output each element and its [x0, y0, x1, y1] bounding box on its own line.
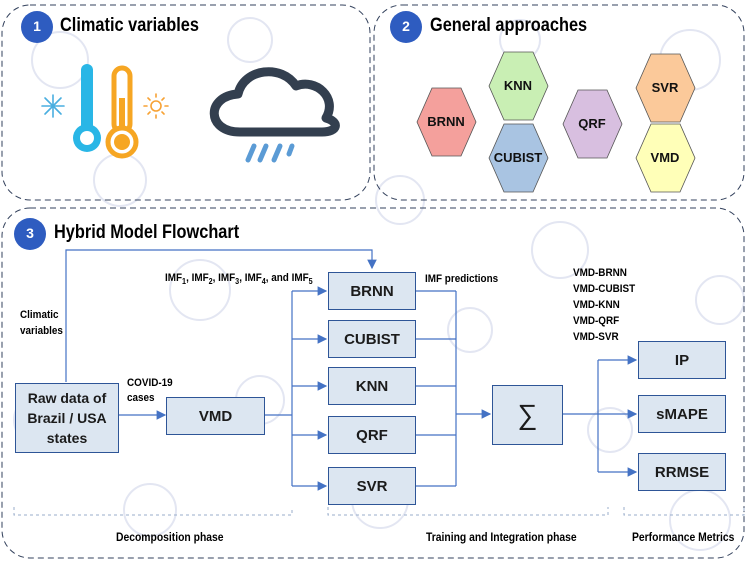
phase-label-training: Training and Integration phase — [426, 532, 577, 544]
panel-1-frame — [1, 4, 371, 201]
imf-components-label: IMF1, IMF2, IMF3, IMF4, and IMF5 — [165, 272, 313, 286]
panel-3-title: Hybrid Model Flowchart — [54, 222, 240, 243]
panel-2-title: General approaches — [430, 15, 588, 36]
model-box-qrf: QRF — [328, 416, 416, 454]
phase-label-decomposition: Decomposition phase — [116, 532, 224, 544]
hex-cubist — [488, 123, 549, 193]
panel-3-frame — [1, 207, 745, 559]
climatic-connector — [65, 249, 377, 382]
phase-label-performance: Performance Metrics — [632, 532, 735, 544]
metric-box-ip: IP — [638, 341, 726, 379]
imf-text-5: , and IMF — [265, 272, 309, 284]
panel-1-title: Climatic variables — [60, 15, 199, 36]
climatic-variables-label: Climatic variables — [20, 309, 63, 337]
badge-1 — [21, 11, 53, 43]
metric-box-rrmse: RRMSE — [638, 453, 726, 491]
rain-cloud-icon — [209, 67, 340, 163]
hex-label-qrf: QRF — [578, 116, 606, 131]
imf-sub-1: 1 — [182, 277, 187, 287]
sun-icon — [143, 93, 169, 119]
summation-box: ∑ — [492, 385, 563, 445]
metric-box-smape: sMAPE — [638, 395, 726, 433]
imf-text-1: IMF — [165, 272, 183, 284]
imf-predictions-label: IMF predictions — [425, 273, 499, 285]
hybrid-model-knn: VMD-KNN — [573, 299, 620, 311]
hex-knn — [488, 51, 549, 121]
hybrid-model-brnn: VMD-BRNN — [573, 267, 627, 279]
badge-2 — [390, 11, 422, 43]
phase-brackets — [13, 507, 745, 516]
badge-3 — [14, 218, 46, 250]
hybrid-models-list: VMD-BRNN VMD-CUBIST VMD-KNN VMD-QRF VMD-… — [573, 265, 635, 345]
thermometer-cold-icon — [73, 64, 101, 152]
thermometer-hot-icon — [105, 65, 139, 159]
hex-label-cubist: CUBIST — [493, 150, 543, 165]
hybrid-model-cubist: VMD-CUBIST — [573, 283, 636, 295]
raw-data-box: Raw data of Brazil / USA states — [15, 383, 119, 453]
flow-connectors — [65, 249, 638, 491]
hex-label-brnn: BRNN — [427, 114, 465, 129]
imf-text-2: , IMF — [186, 272, 209, 284]
hex-label-svr: SVR — [651, 80, 679, 95]
approach-hexagons — [416, 51, 696, 193]
imf-sub-4: 4 — [261, 277, 266, 287]
imf-sub-2: 2 — [208, 277, 213, 287]
hex-label-knn: KNN — [503, 78, 533, 93]
covid-cases-label: COVID-19 cases — [127, 377, 173, 404]
hybrid-model-qrf: VMD-QRF — [573, 315, 620, 327]
badge-3-number: 3 — [26, 225, 34, 241]
vmd-box: VMD — [166, 397, 265, 435]
imf-sub-3: 3 — [235, 277, 240, 287]
hex-svr — [635, 53, 696, 123]
model-box-cubist: CUBIST — [328, 320, 416, 358]
hex-label-vmd: VMD — [650, 150, 680, 165]
badge-2-number: 2 — [402, 18, 410, 34]
model-box-svr: SVR — [328, 467, 416, 505]
imf-text-3: , IMF — [212, 272, 236, 284]
hex-brnn — [416, 87, 477, 157]
hex-vmd — [635, 123, 696, 193]
snowflake-icon — [41, 94, 65, 118]
badges — [14, 11, 422, 250]
model-box-brnn: BRNN — [328, 272, 416, 310]
imf-sub-5: 5 — [308, 277, 313, 287]
hybrid-model-svr: VMD-SVR — [573, 331, 619, 343]
panel-frames — [1, 4, 745, 559]
model-box-knn: KNN — [328, 367, 416, 405]
hex-qrf — [562, 89, 623, 159]
badge-1-number: 1 — [33, 18, 41, 34]
imf-text-4: , IMF — [239, 272, 262, 284]
